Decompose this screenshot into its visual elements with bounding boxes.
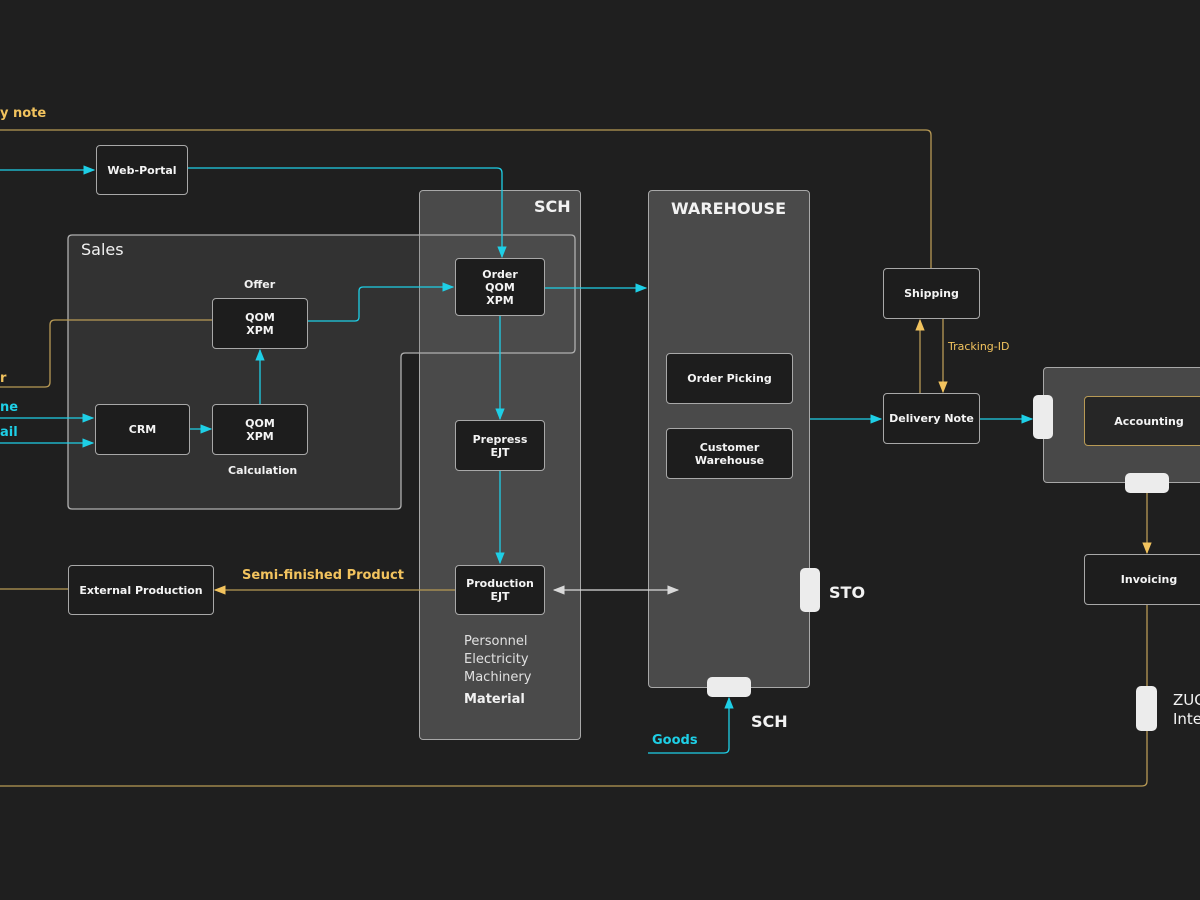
offer-edge-label: r — [0, 371, 7, 386]
phone-edge-label: ne — [0, 400, 19, 415]
customer-warehouse-node[interactable]: Customer Warehouse — [666, 428, 793, 479]
offer-title: Offer — [244, 278, 276, 291]
resource-machinery: Machinery — [464, 670, 532, 685]
tracking-id-label: Tracking-ID — [948, 340, 1010, 353]
delivery-note-node[interactable]: Delivery Note — [883, 393, 980, 444]
goods-line — [648, 696, 734, 754]
invoicing-bottom-loop — [0, 604, 1148, 787]
sch-port-label: SCH — [751, 712, 788, 731]
accounting-output-port[interactable] — [1125, 473, 1169, 493]
sto-port[interactable] — [800, 568, 820, 612]
accounting-input-port[interactable] — [1033, 395, 1053, 439]
order-node[interactable]: Order QOM XPM — [455, 258, 545, 316]
zug-label-2: Inte — [1173, 710, 1200, 728]
sch-title: SCH — [534, 197, 571, 216]
sales-title: Sales — [81, 240, 124, 259]
zug-label-1: ZUG — [1173, 691, 1200, 709]
resource-electricity: Electricity — [464, 652, 529, 667]
web-portal-node[interactable]: Web-Portal — [96, 145, 188, 195]
offer-to-order — [308, 282, 455, 322]
zug-port[interactable] — [1136, 686, 1157, 731]
semi-finished-label: Semi-finished Product — [242, 568, 404, 583]
offer-line — [0, 319, 213, 388]
delivery-note-edge-label: y note — [0, 106, 47, 121]
shipping-node[interactable]: Shipping — [883, 268, 980, 319]
production-node[interactable]: Production EJT — [455, 565, 545, 615]
delivery-note-line — [0, 129, 932, 268]
crm-node[interactable]: CRM — [95, 404, 190, 455]
offer-node[interactable]: QOM XPM — [212, 298, 308, 349]
resource-personnel: Personnel — [464, 634, 528, 649]
sch-goods-port[interactable] — [707, 677, 751, 697]
prepress-node[interactable]: Prepress EJT — [455, 420, 545, 471]
order-picking-node[interactable]: Order Picking — [666, 353, 793, 404]
email-edge-label: ail — [0, 425, 18, 440]
calculation-node[interactable]: QOM XPM — [212, 404, 308, 455]
invoicing-node[interactable]: Invoicing — [1084, 554, 1200, 605]
goods-label: Goods — [652, 733, 698, 748]
external-production-node[interactable]: External Production — [68, 565, 214, 615]
accounting-node[interactable]: Accounting — [1084, 396, 1200, 446]
web-portal-to-order — [188, 167, 507, 259]
resource-material: Material — [464, 692, 525, 707]
sto-label: STO — [829, 583, 866, 602]
warehouse-title: WAREHOUSE — [671, 199, 786, 218]
calculation-title: Calculation — [228, 464, 298, 477]
